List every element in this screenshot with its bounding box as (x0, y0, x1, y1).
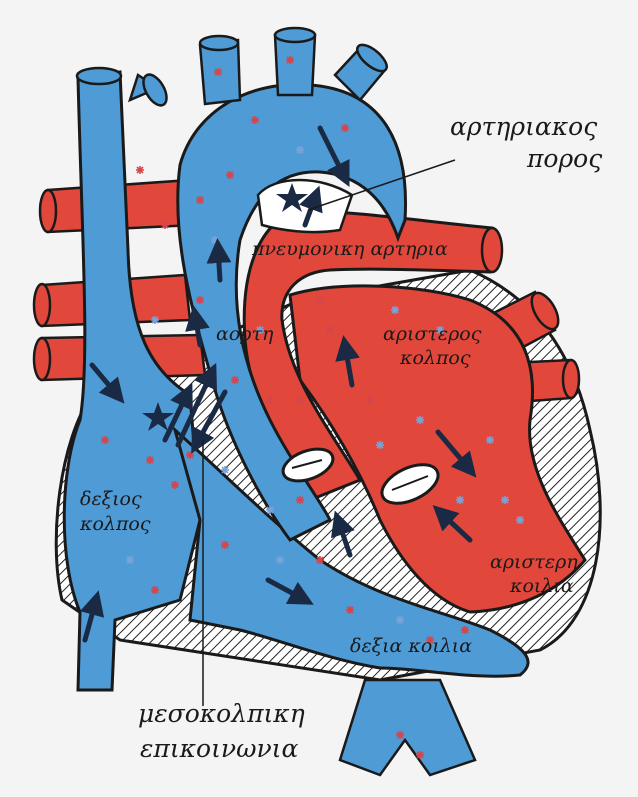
blood-cell-dot (416, 416, 424, 424)
label-ductus-line2: πορος (526, 144, 602, 173)
blood-cell-dot (221, 466, 229, 474)
label-pulmonary-artery: πνευμονικη αρτηρια (251, 238, 448, 260)
blood-cell-dot (391, 306, 399, 314)
label-right-ventricle: δεξια κοιλια (350, 635, 472, 657)
blood-cell-dot (266, 396, 274, 404)
blood-cell-dot (151, 316, 159, 324)
blood-cell-dot (396, 616, 404, 624)
blood-cell-dot (266, 506, 274, 514)
label-left-atrium-line2: κολπος (399, 347, 471, 369)
blood-cell-dot (226, 171, 234, 179)
label-interatrial-line1: μεσοκολπικη (138, 699, 305, 728)
label-interatrial-line2: επικοινωνια (140, 734, 298, 763)
blood-cell-dot (221, 541, 229, 549)
blood-cell-dot (146, 456, 154, 464)
blood-cell-dot (196, 196, 204, 204)
pulmonary-artery-end (482, 228, 502, 272)
blood-cell-dot (501, 496, 509, 504)
blood-cell-dot (326, 326, 334, 334)
blood-cell-dot (151, 586, 159, 594)
label-right-atrium-line2: κολπος (79, 513, 151, 535)
label-left-ventricle-line1: αριστερη (490, 551, 578, 573)
blood-cell-dot (214, 68, 222, 76)
blood-cell-dot (366, 396, 374, 404)
blood-cell-dot (171, 481, 179, 489)
blood-cell-dot (186, 451, 194, 459)
blood-cell-dot (296, 496, 304, 504)
blood-cell-dot (316, 556, 324, 564)
blood-cell-dot (286, 56, 294, 64)
blood-cell-dot (296, 146, 304, 154)
label-right-atrium-line1: δεξιος (80, 488, 142, 510)
blood-cell-dot (161, 221, 169, 229)
blood-cell-dot (211, 236, 219, 244)
blood-cell-dot (126, 556, 134, 564)
blood-cell-dot (346, 606, 354, 614)
blood-cell-dot (296, 396, 304, 404)
blood-cell-dot (341, 124, 349, 132)
blood-cell-dot (101, 436, 109, 444)
superior-vena-cava-opening (77, 68, 121, 84)
blood-cell-dot (251, 116, 259, 124)
blood-cell-dot (461, 626, 469, 634)
blood-cell-dot (376, 441, 384, 449)
blood-cell-dot (276, 556, 284, 564)
blood-cell-dot (516, 516, 524, 524)
blood-cell-dot (136, 166, 144, 174)
blood-cell-dot (231, 376, 239, 384)
descending-vessel (340, 680, 475, 775)
blood-cell-dot (456, 496, 464, 504)
blood-cell-dot (316, 296, 324, 304)
label-aorta: αορτη (216, 323, 274, 345)
blood-cell-dot (486, 436, 494, 444)
label-ductus-line1: αρτηριακος (450, 112, 597, 141)
blood-cell-dot (416, 751, 424, 759)
label-left-atrium-line1: αριστερος (383, 323, 482, 345)
label-left-ventricle-line2: κοιλια (509, 575, 574, 597)
blood-cell-dot (196, 296, 204, 304)
blood-cell-dot (396, 731, 404, 739)
